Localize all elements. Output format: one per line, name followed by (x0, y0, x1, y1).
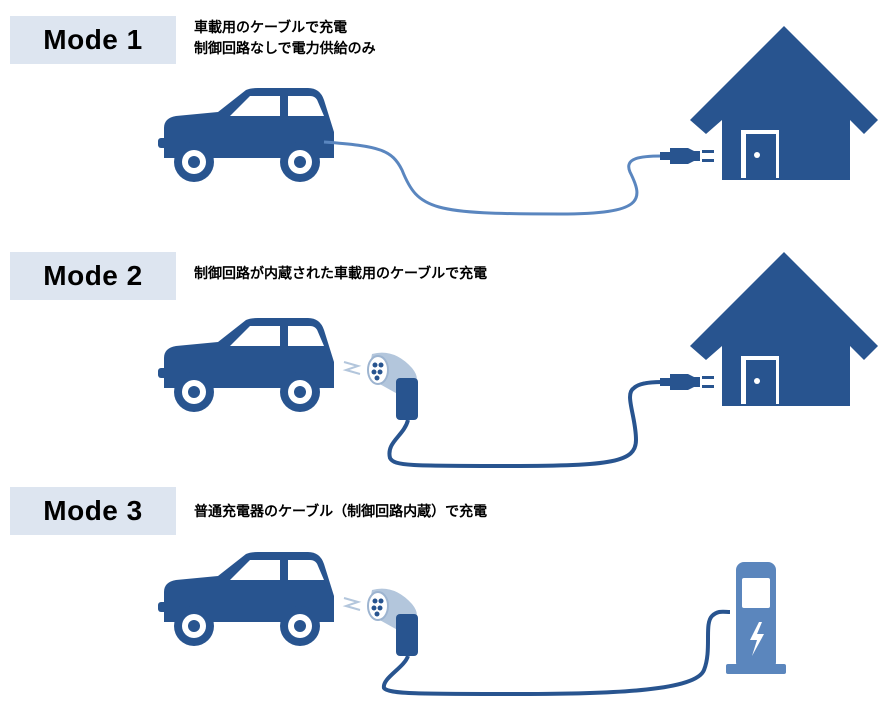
mode-1-house-icon (690, 26, 878, 180)
mode-3-label: Mode 3 (10, 487, 176, 535)
mode-2-car-icon (158, 318, 334, 412)
mode-1-car-icon (158, 88, 334, 182)
mode-1-description-line-1: 車載用のケーブルで充電 (194, 20, 348, 36)
mode-2-house-icon (690, 252, 878, 406)
mode-3-ev-connector-icon (343, 587, 419, 657)
mode-3-description: 普通充電器のケーブル（制御回路内蔵）で充電 (194, 502, 487, 523)
mode-3-cable (382, 609, 731, 697)
mode-3-description-line-1: 普通充電器のケーブル（制御回路内蔵）で充電 (194, 504, 488, 520)
mode-2-cable (387, 380, 663, 469)
mode-3-charging-station-icon (726, 562, 786, 674)
mode-2-label: Mode 2 (10, 252, 176, 300)
mode-2-ev-connector-icon (343, 351, 419, 421)
mode-2-description-line-1: 制御回路が内蔵された車載用のケーブルで充電 (194, 266, 488, 282)
mode-3-car-icon (158, 552, 334, 646)
lightning-bolt-icon (750, 622, 764, 656)
mode-1-description: 車載用のケーブルで充電 制御回路なしで電力供給のみ (194, 18, 376, 60)
mode-1-cable (323, 140, 663, 216)
mode-1-description-line-2: 制御回路なしで電力供給のみ (194, 41, 376, 57)
mode-2-wall-plug-icon (660, 374, 714, 390)
mode-1-wall-plug-icon (660, 148, 714, 164)
mode-1-label: Mode 1 (10, 16, 176, 64)
mode-2-description: 制御回路が内蔵された車載用のケーブルで充電 (194, 264, 487, 285)
